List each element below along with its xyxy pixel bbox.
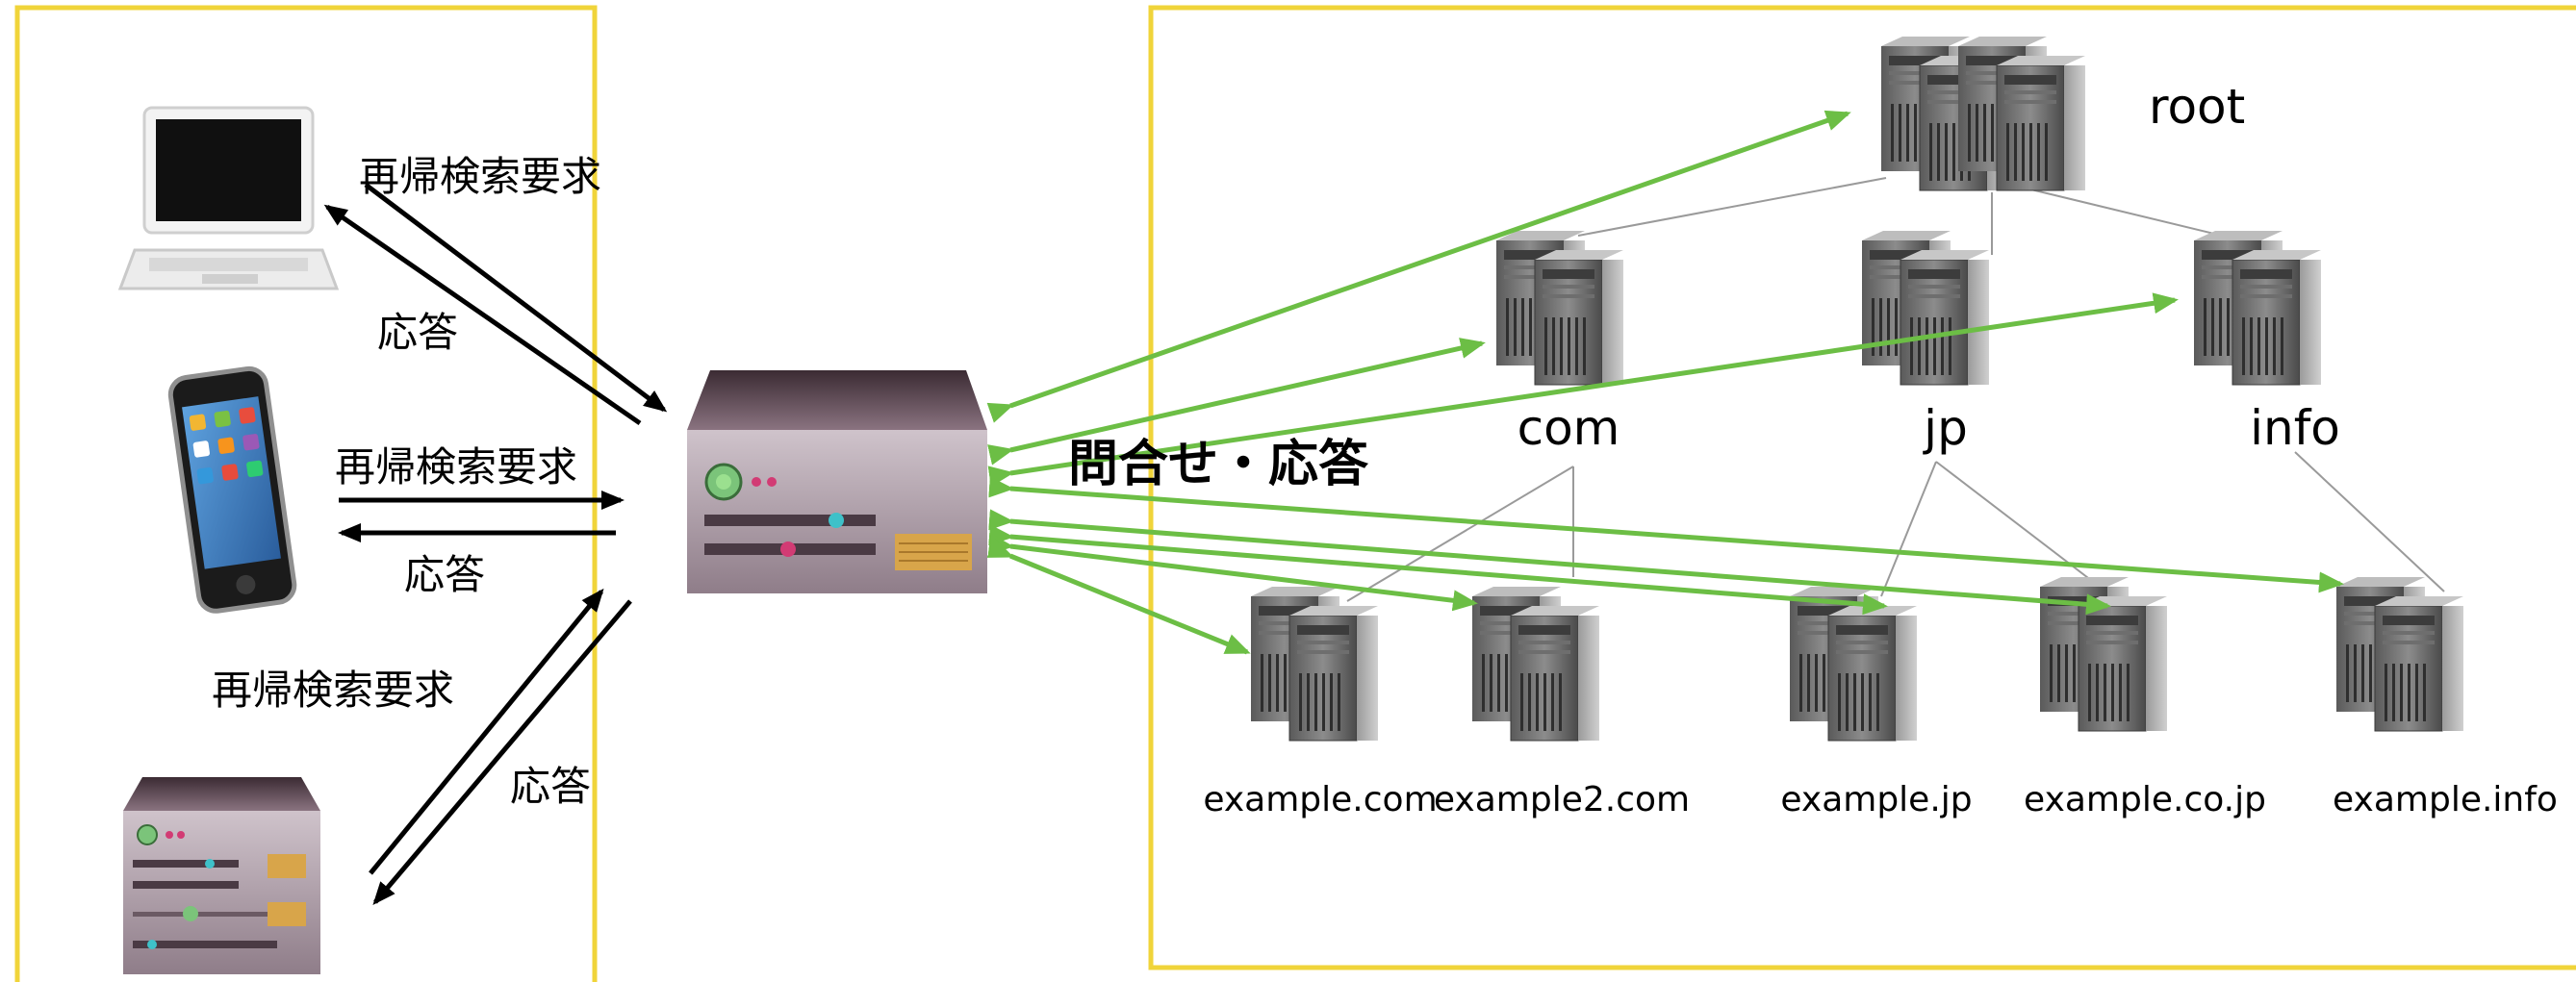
response-label: 応答 [510, 763, 591, 810]
tld-server-jp-icon [1861, 230, 1990, 386]
request-label: 再帰検索要求 [359, 153, 601, 200]
domain-server-icon [1250, 586, 1379, 742]
tld-label: jp [1923, 400, 1968, 456]
smartphone-icon [167, 365, 297, 614]
tld-label: com [1518, 400, 1620, 456]
server-rack-icon [687, 370, 987, 593]
query-arrow-example-com [986, 538, 1251, 655]
query-arrow-example-co-jp [988, 509, 2111, 616]
response-arrow [323, 204, 642, 426]
domain-label: example.info [2333, 780, 2558, 819]
root-label: root [2149, 79, 2245, 135]
tld-server-info-icon [2193, 230, 2322, 386]
query-arrow-info [987, 292, 2179, 488]
query-arrow-example-jp [988, 524, 1888, 616]
request-arrow [364, 183, 668, 413]
response-label: 応答 [377, 309, 458, 356]
client-side-frame [14, 5, 598, 982]
domain-label: example.jp [1780, 780, 1972, 819]
tld-label: info [2250, 400, 2340, 456]
query-arrows [986, 110, 2344, 655]
request-arrow [369, 588, 604, 875]
query-arrow-com [987, 338, 1486, 466]
domain-label: example2.com [1434, 780, 1690, 819]
domain-server-icon [2335, 576, 2464, 732]
domain-server-icon [1471, 586, 1600, 742]
query-label: 問合せ・応答 [1068, 436, 1369, 493]
domain-label: example.com [1203, 780, 1437, 819]
response-label: 応答 [404, 551, 485, 598]
response-arrow [372, 599, 632, 906]
query-arrow-root [986, 110, 1851, 423]
domain-label: example.co.jp [2024, 780, 2266, 819]
client-arrows [323, 183, 668, 906]
server-appliance-icon [123, 777, 320, 974]
tld-server-com-icon [1495, 230, 1624, 386]
request-label: 再帰検索要求 [212, 667, 454, 714]
laptop-icon [117, 106, 340, 290]
domain-server-icon [1789, 586, 1918, 742]
root-server-icon [1880, 36, 2086, 191]
request-label: 再帰検索要求 [335, 443, 577, 491]
